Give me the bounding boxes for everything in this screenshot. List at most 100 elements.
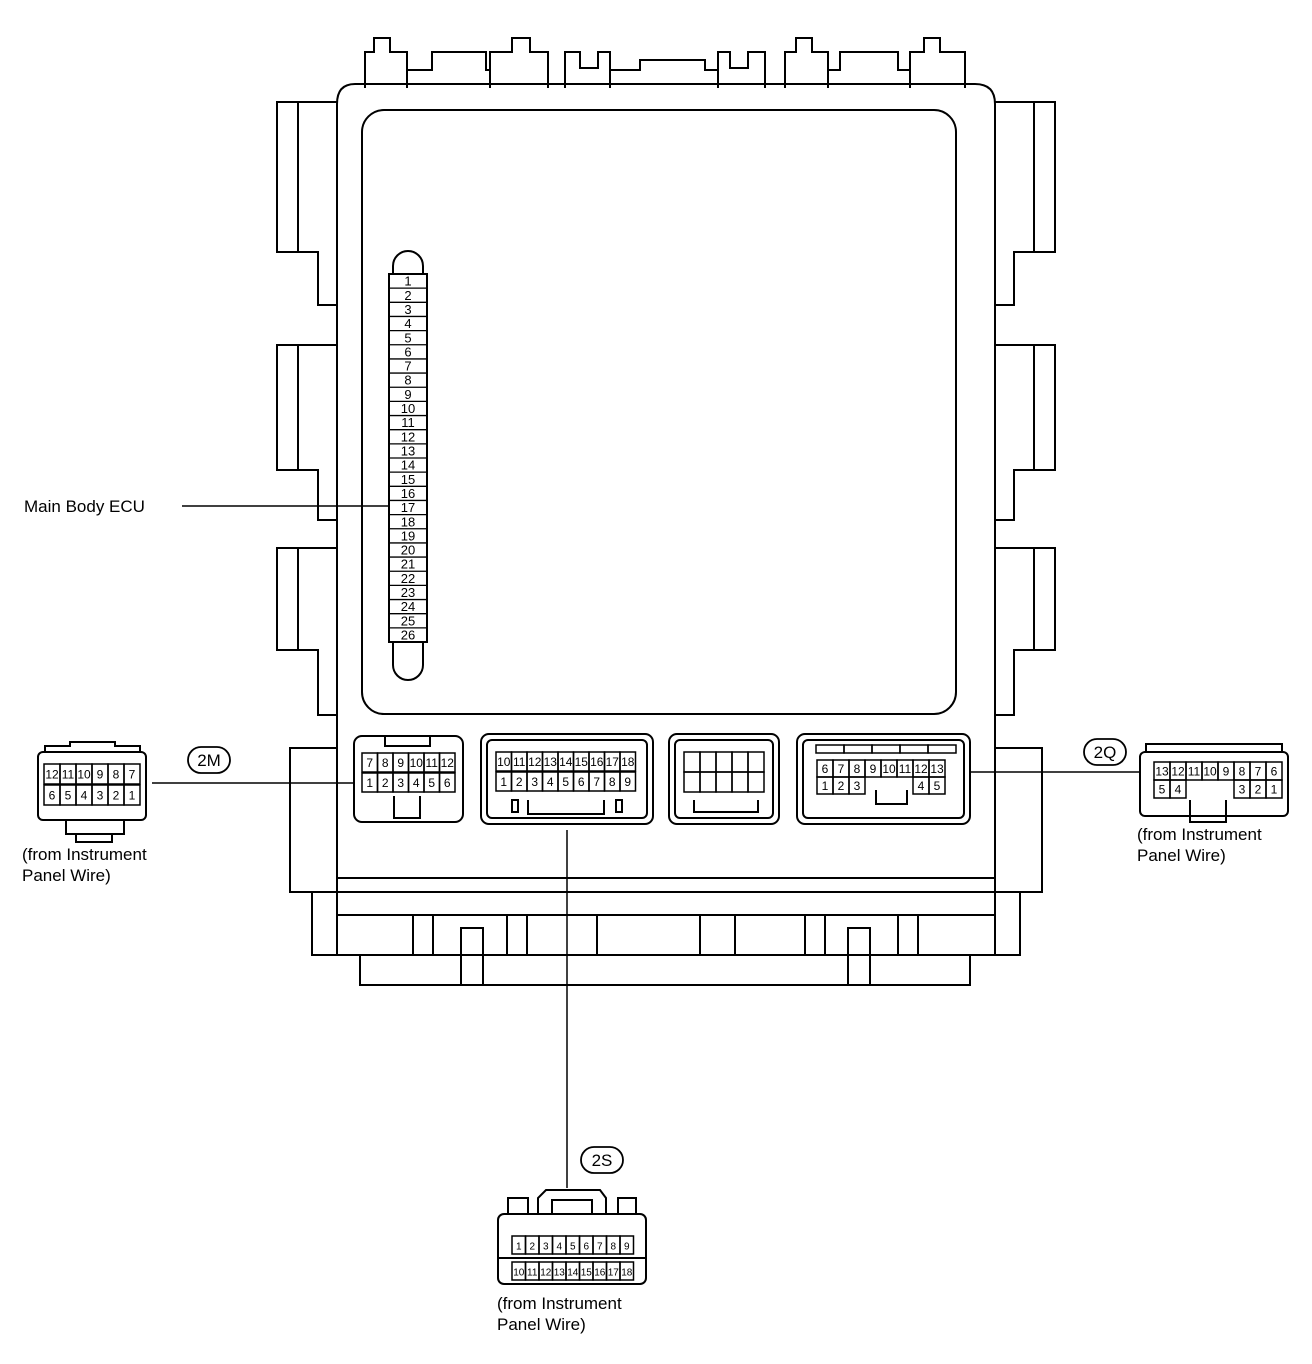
blank-cell xyxy=(815,744,845,754)
conn-2m-top-pin: 7 xyxy=(129,768,136,782)
port-2q-top-pin: 10 xyxy=(882,762,896,776)
port-2q-top-pin: 8 xyxy=(854,762,861,776)
fuse-strip: 1234567891011121314151617181920212223242… xyxy=(388,250,428,681)
port-2m-bottom-pin: 2 xyxy=(382,776,389,790)
port-2s-top-pin: 10 xyxy=(497,755,511,769)
conn-2m-top-pin: 11 xyxy=(62,768,75,782)
fuse-number: 16 xyxy=(401,486,415,501)
blank-cell xyxy=(683,751,701,773)
from-label-2m-line2: Panel Wire) xyxy=(22,866,111,885)
connector-2s xyxy=(497,1189,647,1285)
conn-2q-top-pin: 6 xyxy=(1271,765,1278,779)
fuse-number: 20 xyxy=(401,543,415,558)
conn-2q-top-pin: 10 xyxy=(1203,765,1217,779)
conn-2s-top-pin: 7 xyxy=(597,1242,603,1253)
conn-2s-bottom-pin: 16 xyxy=(594,1268,606,1279)
ecu-port-2q xyxy=(796,733,971,825)
conn-2s-bottom-cell xyxy=(619,1261,635,1281)
port-2q-bottom-b-pin: 5 xyxy=(934,779,941,793)
port-2m-bottom-pin: 6 xyxy=(444,776,451,790)
fuse-number: 13 xyxy=(401,444,415,459)
port-2s-top-pin: 14 xyxy=(559,755,573,769)
tag-2m: 2M xyxy=(197,751,221,770)
fuse-number: 14 xyxy=(401,458,415,473)
port-2s-bottom-pin: 8 xyxy=(609,775,616,789)
port-2q-top-pin: 11 xyxy=(899,762,912,776)
conn-2s-bottom-pin: 10 xyxy=(513,1268,525,1279)
conn-2s-bottom-pin: 15 xyxy=(581,1268,593,1279)
conn-2m-top-cell xyxy=(123,763,141,785)
conn-2m-top-pin: 10 xyxy=(77,768,91,782)
fuse-number: 4 xyxy=(404,316,411,331)
port-2q-top-pin: 6 xyxy=(822,762,829,776)
conn-2m-top-pin: 8 xyxy=(113,768,120,782)
fuse-number: 24 xyxy=(401,599,415,614)
port-2q-bottom-a-pin: 3 xyxy=(854,779,861,793)
port-2m-top-pin: 10 xyxy=(410,756,424,770)
conn-2q-top-pin: 9 xyxy=(1223,765,1230,779)
port-2q-bottom-a-cell xyxy=(848,776,866,795)
port-2q-top-pin: 7 xyxy=(838,762,845,776)
fuse-number: 9 xyxy=(404,387,411,402)
fuse-number: 10 xyxy=(401,401,415,416)
port-2m-top-pin: 11 xyxy=(426,756,439,770)
port-2s-top-pin: 16 xyxy=(590,755,604,769)
blank-cell xyxy=(843,744,873,754)
conn-2q-bottom-b-cell xyxy=(1265,779,1283,799)
port-2s-top-pin: 12 xyxy=(528,755,542,769)
tag-2s: 2S xyxy=(592,1151,613,1170)
conn-2s-top-cell xyxy=(619,1235,635,1255)
conn-2q-bottom-b-pin: 3 xyxy=(1239,783,1246,797)
port-2s-bottom-pin: 4 xyxy=(547,775,554,789)
fuse-number: 1 xyxy=(404,274,411,289)
port-2q-top-pin: 13 xyxy=(930,762,944,776)
conn-2q-top-pin: 11 xyxy=(1188,765,1201,779)
blank-cell xyxy=(747,771,765,793)
conn-2s-bottom-pin: 11 xyxy=(527,1268,538,1279)
conn-2s-bottom-pin: 17 xyxy=(608,1268,620,1279)
conn-2q-bottom-a-pin: 5 xyxy=(1159,783,1166,797)
from-label-2q-line2: Panel Wire) xyxy=(1137,846,1226,865)
conn-2m-bottom-pin: 1 xyxy=(129,789,136,803)
blank-cell xyxy=(731,771,749,793)
blank-cell xyxy=(715,771,733,793)
fuse-number: 7 xyxy=(404,359,411,374)
ecu-top-tabs xyxy=(364,37,966,88)
port-2s-bottom-pin: 5 xyxy=(562,775,569,789)
port-2m-bottom-cell xyxy=(438,772,456,793)
conn-2q-top-pin: 8 xyxy=(1239,765,1246,779)
conn-2s-bottom-pin: 12 xyxy=(540,1268,552,1279)
main-body-ecu-label: Main Body ECU xyxy=(24,497,145,516)
port-2q-top-pin: 12 xyxy=(914,762,928,776)
port-2q-bottom-b-pin: 4 xyxy=(918,779,925,793)
connector-tags xyxy=(187,738,1127,1174)
conn-2s-top-pin: 8 xyxy=(610,1242,616,1253)
conn-2s-top-pin: 3 xyxy=(543,1242,549,1253)
ecu-body xyxy=(276,83,1056,986)
conn-2s-bottom-pin: 13 xyxy=(554,1268,566,1279)
from-label-2q-line1: (from Instrument xyxy=(1137,825,1262,844)
fuse-number: 5 xyxy=(404,330,411,345)
blank-cell xyxy=(683,771,701,793)
fuse-number: 3 xyxy=(404,302,411,317)
conn-2q-top-pin: 7 xyxy=(1255,765,1262,779)
port-2m-bottom-pin: 1 xyxy=(366,776,373,790)
blank-cell xyxy=(699,751,717,773)
conn-2q-top-pin: 13 xyxy=(1155,765,1169,779)
conn-2m-top-pin: 12 xyxy=(45,768,59,782)
fuse-number: 2 xyxy=(404,288,411,303)
fuse-number: 26 xyxy=(401,628,415,643)
conn-2s-top-pin: 1 xyxy=(516,1242,522,1253)
port-2m-top-cell xyxy=(438,752,456,773)
from-label-2s-line1: (from Instrument xyxy=(497,1294,622,1313)
port-2m-top-pin: 7 xyxy=(366,756,373,770)
port-2q-bottom-a-pin: 1 xyxy=(822,779,829,793)
port-2s-bottom-pin: 9 xyxy=(624,775,631,789)
fuse-number: 17 xyxy=(401,500,415,515)
port-2s-bottom-pin: 2 xyxy=(516,775,523,789)
port-2s-bottom-pin: 6 xyxy=(578,775,585,789)
port-2s-bottom-pin: 7 xyxy=(593,775,600,789)
conn-2q-bottom-a-pin: 4 xyxy=(1175,783,1182,797)
port-2s-top-pin: 11 xyxy=(513,755,526,769)
fuse-number: 25 xyxy=(401,613,415,628)
